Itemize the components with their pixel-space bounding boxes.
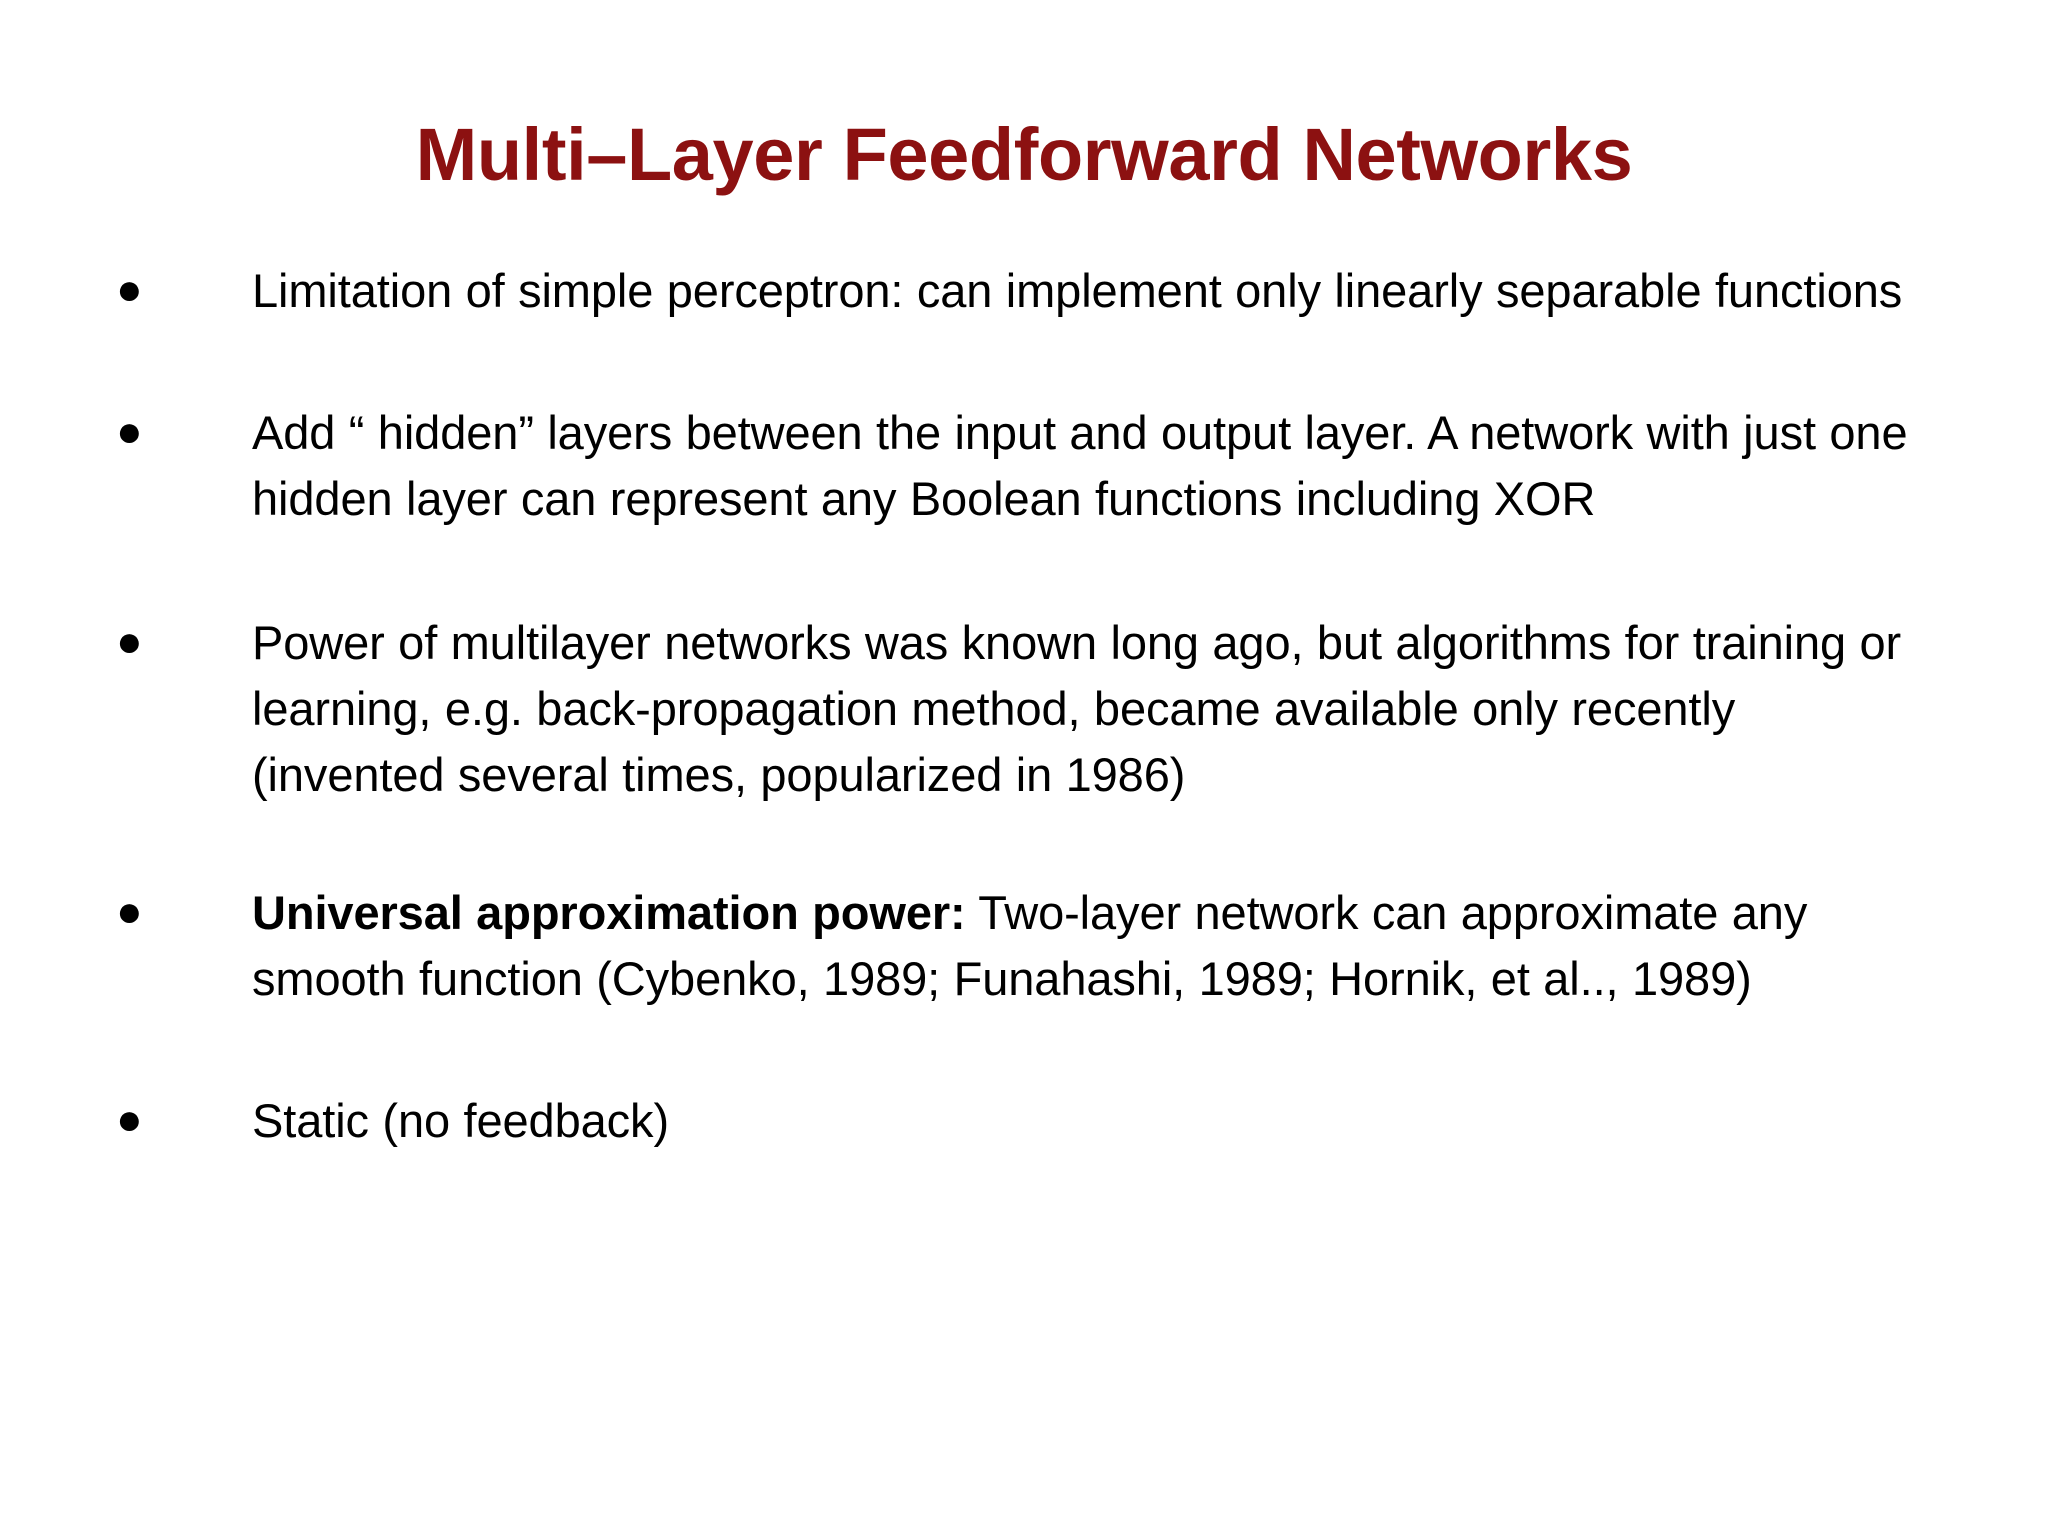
bullet-list: ● Limitation of simple perceptron: can i… — [104, 258, 1984, 1154]
bullet-body: Two-layer network can approximate any sm… — [252, 886, 1808, 1005]
bullet-text: Static (no feedback) — [252, 1088, 1952, 1154]
list-item[interactable]: ● Power of multilayer networks was known… — [104, 610, 1984, 808]
list-item[interactable]: ● Limitation of simple perceptron: can i… — [104, 258, 1984, 324]
bullet-body: Power of multilayer networks was known l… — [252, 616, 1902, 801]
bullet-text: Power of multilayer networks was known l… — [252, 610, 1917, 808]
bullet-text: Universal approximation power: Two-layer… — [252, 880, 1952, 1012]
list-item[interactable]: ● Static (no feedback) — [104, 1088, 1984, 1154]
bullet-body: Limitation of simple perceptron: can imp… — [252, 264, 1903, 317]
list-item[interactable]: ● Universal approximation power: Two-lay… — [104, 880, 1984, 1012]
bullet-point-icon: ● — [116, 407, 143, 456]
bullet-point-icon: ● — [116, 617, 143, 666]
bullet-point-icon: ● — [116, 1095, 143, 1144]
bullet-text: Limitation of simple perceptron: can imp… — [252, 258, 1952, 324]
bullet-lead-in: Universal approximation power: — [252, 886, 966, 939]
page-title: Multi–Layer Feedforward Networks — [415, 112, 1633, 196]
bullet-text: Add “ hidden” layers between the input a… — [252, 400, 1984, 532]
bullet-body: Add “ hidden” layers between the input a… — [252, 406, 1908, 525]
bullet-point-icon: ● — [116, 887, 143, 936]
bullet-body: Static (no feedback) — [252, 1094, 669, 1147]
list-item[interactable]: ● Add “ hidden” layers between the input… — [104, 400, 1984, 532]
bullet-point-icon: ● — [116, 265, 143, 314]
